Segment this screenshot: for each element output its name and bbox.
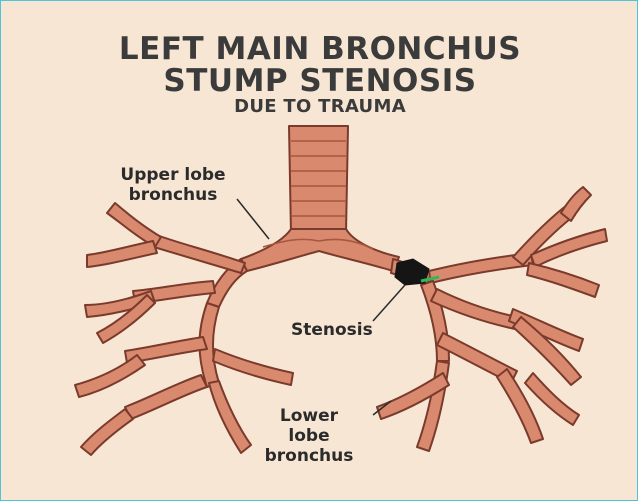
upper-lobe-label-line-2: bronchus — [99, 185, 247, 205]
right-lower-branch-3 — [125, 375, 207, 419]
lower-lobe-label: Lower lobe bronchus — [249, 406, 369, 466]
right-lower-branch-2 — [75, 355, 145, 397]
trachea — [289, 126, 348, 233]
upper-lobe-leader — [237, 199, 269, 239]
left-upper-branch-4 — [527, 263, 599, 297]
lower-lobe-label-line-2: lobe — [249, 426, 369, 446]
upper-lobe-branch-3 — [87, 241, 157, 267]
right-lower-branch-6 — [81, 409, 133, 455]
stenosis-label: Stenosis — [291, 320, 373, 340]
lower-lobe-label-line-1: Lower — [249, 406, 369, 426]
upper-lobe-label-line-1: Upper lobe — [99, 165, 247, 185]
carina-junction — [241, 229, 399, 271]
right-lower-branch-5 — [213, 349, 293, 385]
left-upper-branch-5 — [561, 187, 591, 221]
upper-lobe-label: Upper lobe bronchus — [99, 165, 247, 205]
right-lower-branch-4 — [209, 381, 251, 453]
stenosis-leader — [373, 285, 405, 321]
lower-lobe-label-line-3: bronchus — [249, 446, 369, 466]
upper-lobe-branch-1 — [147, 233, 245, 273]
